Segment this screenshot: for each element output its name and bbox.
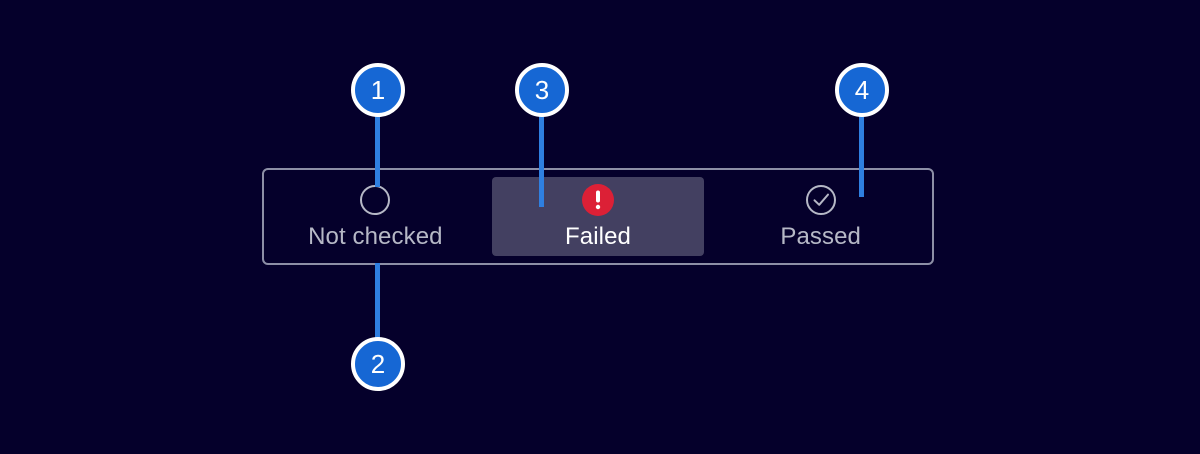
- callout-badge-3-number: 3: [534, 75, 550, 105]
- callout-badge-1: 1: [351, 63, 405, 117]
- callout-badge-2: 2: [351, 337, 405, 391]
- callout-leader-line-4: [859, 113, 864, 197]
- callout-badge-1-number: 1: [370, 75, 386, 105]
- callout-badge-4: 4: [835, 63, 889, 117]
- status-option-not-checked[interactable]: Not checked: [269, 177, 482, 256]
- callout-badge-4-number: 4: [854, 75, 870, 105]
- empty-circle-icon: [358, 183, 392, 217]
- circle-check-icon: [804, 183, 838, 217]
- error-exclamation-icon: [581, 183, 615, 217]
- callout-badge-3: 3: [515, 63, 569, 117]
- status-label-passed: Passed: [780, 222, 861, 250]
- check-status-selector: Not checked Failed Passed: [262, 168, 934, 265]
- callout-leader-line-1: [375, 113, 380, 187]
- callout-leader-line-3: [539, 113, 544, 207]
- callout-badge-2-number: 2: [370, 349, 386, 379]
- callout-leader-line-2: [375, 263, 380, 341]
- status-option-passed[interactable]: Passed: [714, 177, 927, 256]
- status-label-not-checked: Not checked: [308, 222, 443, 250]
- status-option-failed[interactable]: Failed: [491, 177, 705, 256]
- status-label-failed: Failed: [565, 222, 631, 250]
